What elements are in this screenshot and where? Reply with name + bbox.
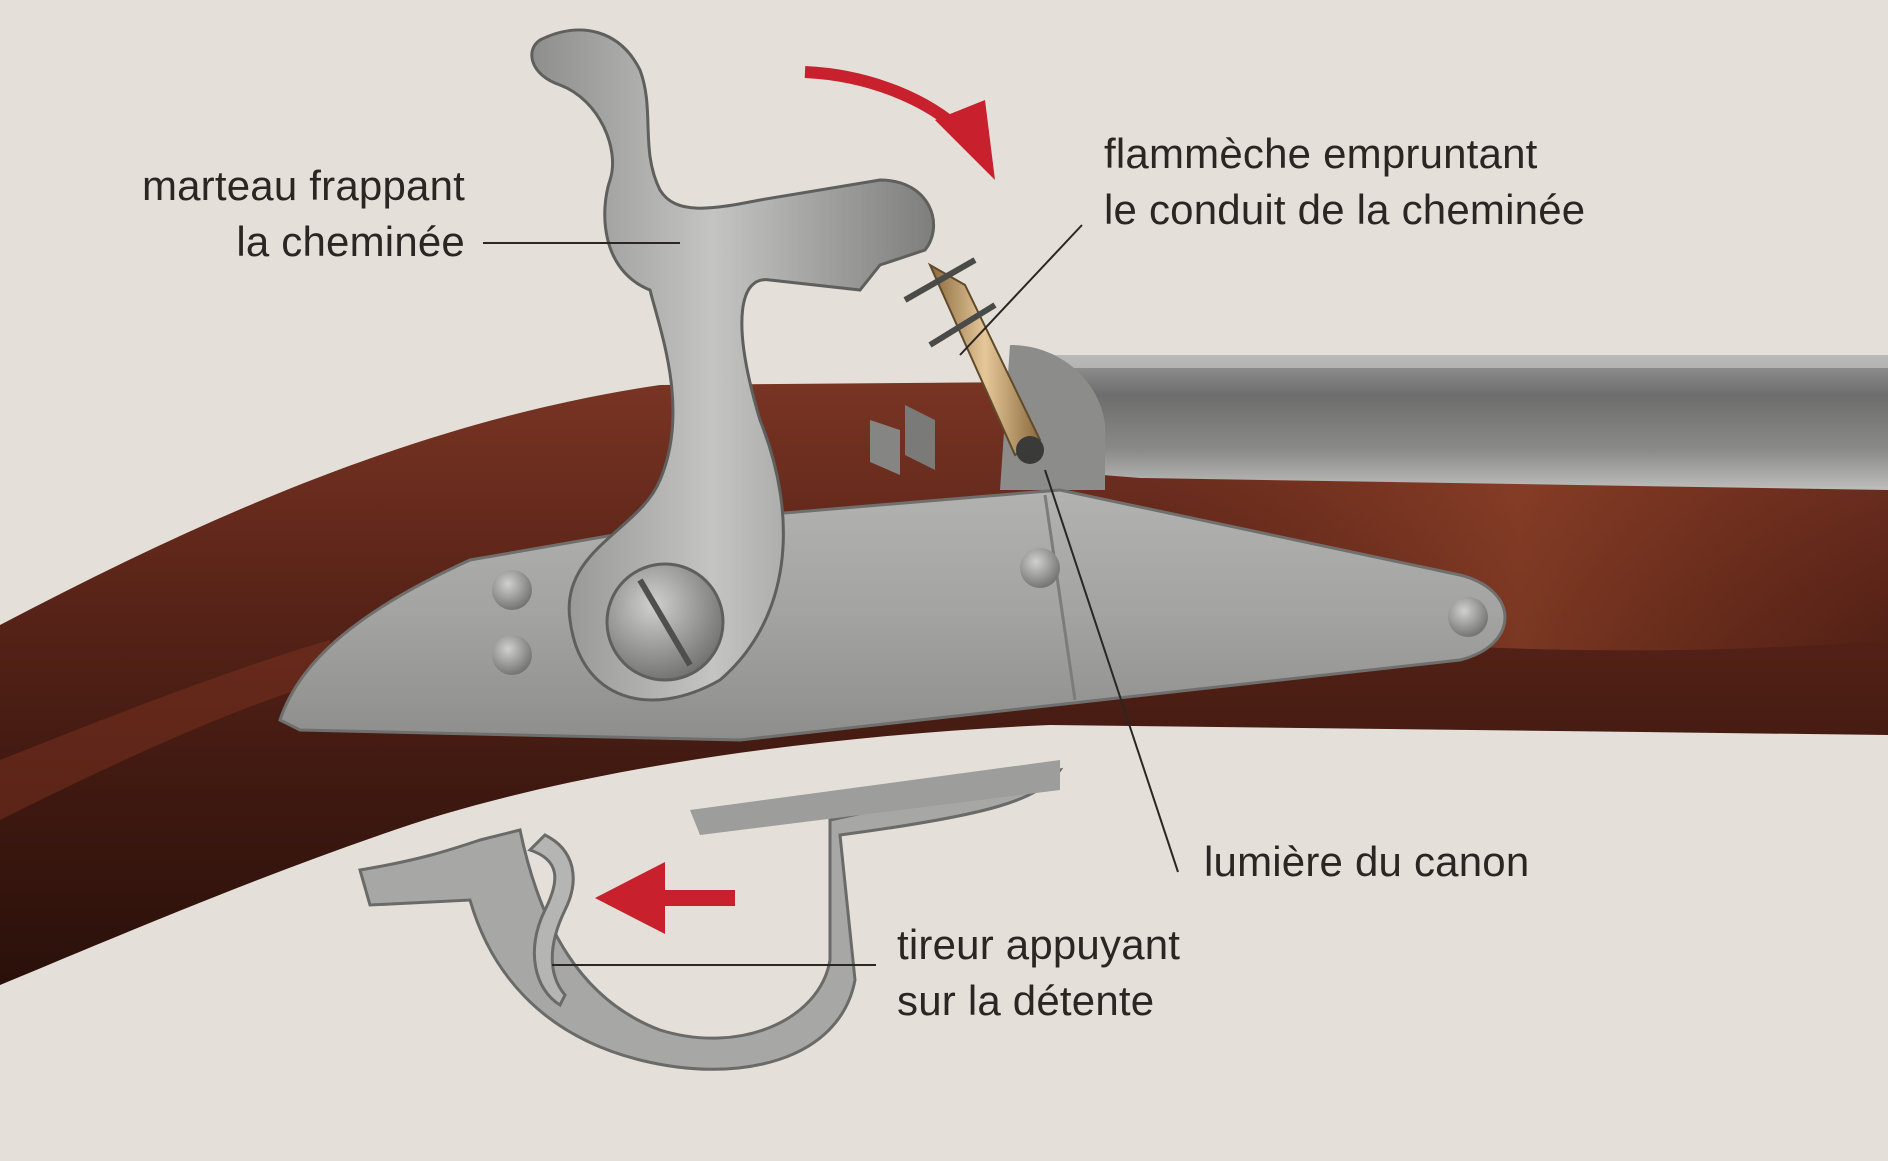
- label-flash-line1: flammèche empruntant: [1104, 130, 1538, 177]
- label-flash-line2: le conduit de la cheminée: [1104, 186, 1586, 233]
- label-trigger-line1: tireur appuyant: [897, 921, 1181, 968]
- label-hammer-line2: la cheminée: [236, 218, 465, 265]
- lock-screws: [492, 548, 1488, 675]
- hammer: [530, 28, 935, 702]
- lock-plate: [278, 488, 1507, 742]
- label-touch-hole: lumière du canon: [1204, 834, 1529, 890]
- label-trigger-line2: sur la détente: [897, 977, 1155, 1024]
- trigger-guard: [358, 760, 1064, 1071]
- leader-lines: [483, 224, 1179, 966]
- label-touch-hole-line1: lumière du canon: [1204, 838, 1530, 885]
- trigger: [527, 833, 575, 1008]
- label-trigger: tireur appuyant sur la détente: [897, 917, 1180, 1029]
- hammer-motion-arrow: [804, 66, 995, 180]
- gun-barrel: [1020, 355, 1888, 490]
- label-hammer: marteau frappant la cheminée: [95, 158, 465, 270]
- percussion-nipple: [903, 257, 1044, 464]
- label-flash: flammèche empruntant le conduit de la ch…: [1104, 126, 1585, 238]
- flash-leader: [959, 224, 1083, 356]
- trigger-pull-arrow: [595, 862, 735, 934]
- label-hammer-line1: marteau frappant: [141, 162, 465, 209]
- touch-hole-leader: [1044, 469, 1179, 873]
